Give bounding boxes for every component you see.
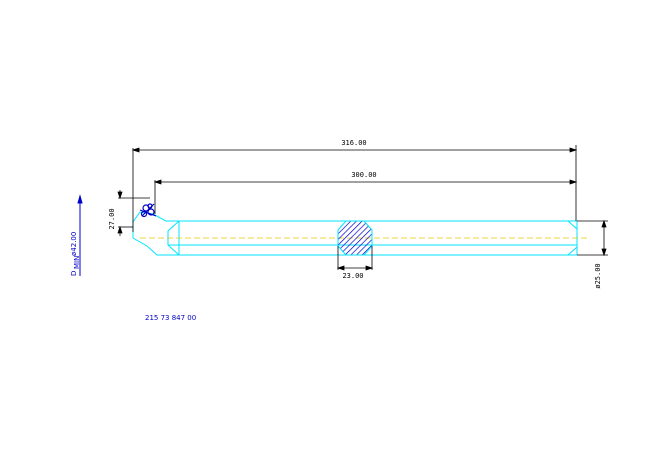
shank-diameter-label: ø25.00 — [594, 263, 602, 288]
svg-text:MIN: MIN — [73, 256, 81, 269]
head-detail-marking — [139, 203, 157, 218]
overall-length-label: 316.00 — [341, 139, 366, 147]
min-diameter-label: D MIN ø42.00 — [70, 232, 81, 276]
svg-text:ø42.00: ø42.00 — [70, 232, 78, 256]
neck-width-label: 23.00 — [342, 272, 363, 280]
svg-text:D: D — [70, 271, 78, 276]
dimension-lines — [117, 145, 608, 271]
neck-section-hatch — [337, 220, 373, 256]
part-number: 215 73 847 00 — [145, 314, 196, 322]
body-length-label: 300.00 — [351, 171, 376, 179]
head-height-label: 27.00 — [108, 208, 116, 229]
min-diameter-bracket — [77, 194, 83, 276]
